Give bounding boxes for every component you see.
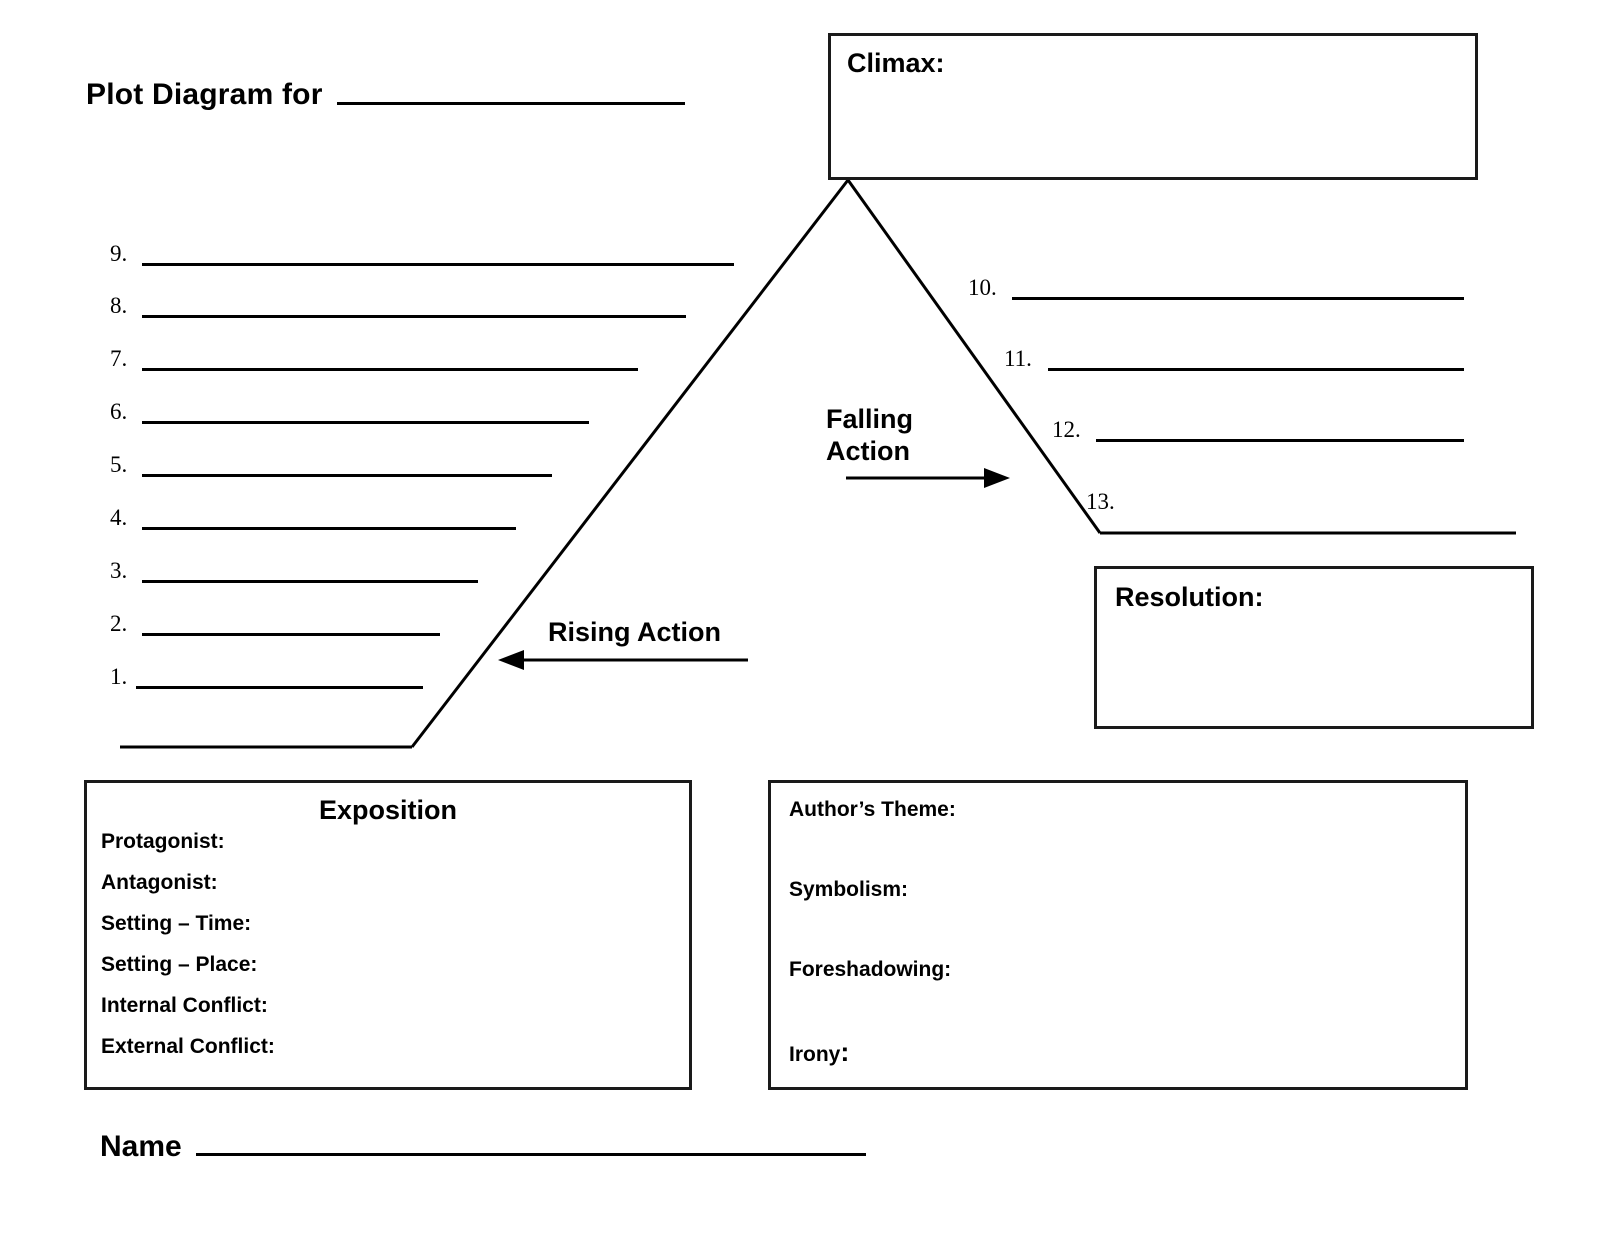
falling-action-label: Falling Action <box>826 404 913 466</box>
rising-action-blank-line[interactable] <box>136 686 423 689</box>
page-title-row: Plot Diagram for <box>86 80 685 110</box>
literary-elements-box[interactable]: Author’s Theme: Symbolism: Foreshadowing: I… <box>768 780 1468 1090</box>
falling-action-item[interactable]: 10. <box>968 275 1464 300</box>
resolution-label: Resolution: <box>1115 582 1264 612</box>
falling-action-number: 12. <box>1052 417 1081 442</box>
falling-action-number: 11. <box>1004 346 1032 371</box>
literary-element-field: Foreshadowing: <box>789 958 952 981</box>
falling-action-item[interactable]: 12. <box>1052 417 1464 442</box>
falling-action-blank-line[interactable] <box>1096 439 1464 442</box>
rising-action-item[interactable]: 8. <box>110 293 686 318</box>
climax-label: Climax: <box>847 48 945 78</box>
falling-action-number: 13. <box>1086 489 1115 514</box>
rising-action-item[interactable]: 2. <box>110 611 440 636</box>
name-label: Name <box>100 1130 182 1163</box>
exposition-field: External Conflict: <box>101 1035 275 1058</box>
rising-action-item[interactable]: 9. <box>110 241 734 266</box>
rising-action-item[interactable]: 1. <box>110 664 423 689</box>
literary-elements-field-list: Author’s Theme: Symbolism: Foreshadowing: I… <box>789 799 1457 1066</box>
falling-action-blank-line[interactable] <box>1012 297 1464 300</box>
rising-action-number: 8. <box>110 293 128 318</box>
name-row: Name <box>100 1132 866 1162</box>
resolution-box[interactable]: Resolution: <box>1094 566 1534 729</box>
falling-action-blank-line[interactable] <box>1048 368 1464 371</box>
rising-action-number: 7. <box>110 346 128 371</box>
rising-action-blank-line[interactable] <box>142 580 478 583</box>
rising-action-number: 4. <box>110 505 128 530</box>
exposition-field-list: Protagonist: Antagonist: Setting – Time: Se… <box>101 831 681 1077</box>
rising-action-arrow <box>498 650 748 670</box>
climax-box[interactable]: Climax: <box>828 33 1478 180</box>
rising-action-blank-line[interactable] <box>142 315 686 318</box>
rising-action-item[interactable]: 4. <box>110 505 516 530</box>
falling-action-number: 10. <box>968 275 997 300</box>
rising-action-number: 2. <box>110 611 128 636</box>
irony-label: Irony <box>789 1043 841 1066</box>
exposition-field: Setting – Time: <box>101 912 252 935</box>
rising-action-item[interactable]: 3. <box>110 558 478 583</box>
rising-action-blank-line[interactable] <box>142 263 734 266</box>
exposition-box[interactable]: Exposition Protagonist: Antagonist: Settin… <box>84 780 692 1090</box>
page-title: Plot Diagram for <box>86 78 323 111</box>
literary-element-field: Author’s Theme: <box>789 798 956 821</box>
rising-action-label: Rising Action <box>548 617 721 647</box>
rising-action-item[interactable]: 7. <box>110 346 638 371</box>
rising-action-blank-line[interactable] <box>142 421 589 424</box>
exposition-field: Setting – Place: <box>101 953 258 976</box>
rising-action-number: 5. <box>110 452 128 477</box>
irony-colon: : <box>840 1037 850 1067</box>
rising-action-number: 3. <box>110 558 128 583</box>
literary-element-field-irony: Irony: <box>789 1039 1457 1066</box>
falling-action-item[interactable]: 11. <box>1004 346 1464 371</box>
falling-action-arrow <box>846 468 1010 488</box>
rising-action-number: 6. <box>110 399 128 424</box>
rising-action-number: 1. <box>110 664 128 689</box>
name-blank-line[interactable] <box>195 1153 866 1156</box>
rising-action-number: 9. <box>110 241 128 266</box>
exposition-field: Protagonist: <box>101 830 225 853</box>
rising-action-item[interactable]: 5. <box>110 452 552 477</box>
rising-action-blank-line[interactable] <box>142 527 516 530</box>
rising-action-blank-line[interactable] <box>142 474 552 477</box>
exposition-field: Internal Conflict: <box>101 994 268 1017</box>
exposition-title: Exposition <box>318 795 457 825</box>
rising-action-blank-line[interactable] <box>142 368 638 371</box>
title-blank-line[interactable] <box>336 102 685 105</box>
rising-action-item[interactable]: 6. <box>110 399 589 424</box>
exposition-field: Antagonist: <box>101 871 218 894</box>
literary-element-field: Symbolism: <box>789 878 909 901</box>
rising-action-blank-line[interactable] <box>142 633 440 636</box>
falling-action-item[interactable]: 13. <box>1086 490 1122 513</box>
